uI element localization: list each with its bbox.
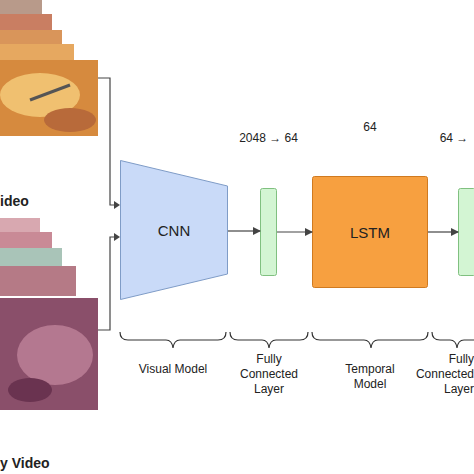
- node-outline: [260, 188, 277, 276]
- dimension-label: 64: [350, 120, 390, 134]
- dimension-label: 64 →: [436, 131, 472, 145]
- brace: [312, 332, 428, 348]
- dimension-label: 2048 → 64: [230, 131, 307, 145]
- node-shape: [121, 161, 228, 300]
- section-label: Visual Model: [138, 362, 208, 377]
- input-label: ideo: [0, 193, 40, 211]
- node-shape: [313, 177, 428, 288]
- brace: [120, 332, 226, 348]
- node-shape: [459, 189, 474, 276]
- flow-arrow: [228, 230, 260, 231]
- arrow-head: [114, 201, 120, 209]
- video-frame: [0, 60, 98, 136]
- input-wire: [98, 78, 118, 205]
- instrument: [30, 85, 70, 100]
- video-frame: [0, 298, 98, 410]
- section-label: Temporal Model: [330, 362, 410, 392]
- tissue: [17, 325, 93, 385]
- flow-arrow: [428, 231, 458, 232]
- section-label: Fully Connected Layer: [408, 352, 474, 397]
- fc-layer-box: 64 →: [458, 188, 474, 276]
- arrow-head: [114, 233, 120, 241]
- cnn-block: CNN: [120, 160, 228, 300]
- node-shape: [261, 189, 277, 276]
- fc-layer-box: 2048 → 64: [260, 188, 277, 276]
- tissue: [44, 108, 96, 132]
- node-label: LSTM: [350, 224, 390, 241]
- flow-arrow: [277, 231, 312, 232]
- node-outline: [458, 188, 474, 276]
- node-label: CNN: [158, 222, 191, 239]
- tissue: [8, 378, 52, 402]
- section-label: Fully Connected Layer: [232, 352, 306, 397]
- input-wire: [98, 237, 118, 330]
- input-label: y Video: [0, 455, 60, 473]
- video-frame: [0, 266, 76, 296]
- lstm-block: 64LSTM: [312, 176, 428, 288]
- brace: [230, 332, 308, 348]
- brace: [432, 332, 474, 348]
